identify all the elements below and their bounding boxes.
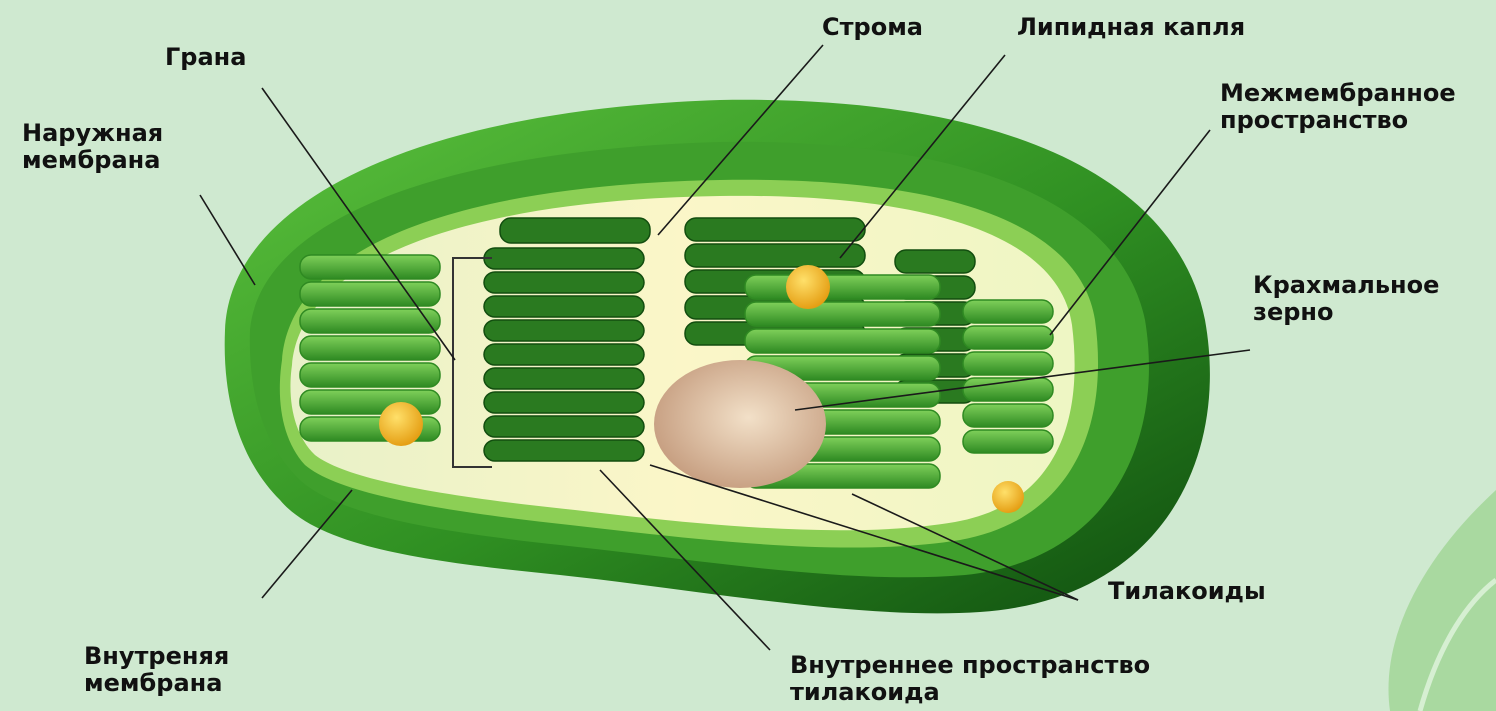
thylakoid-disc [300, 309, 440, 333]
thylakoid-disc [963, 352, 1053, 375]
label-outer-membrane-line2: мембрана [22, 147, 163, 174]
lipid-droplet-shape [786, 265, 830, 309]
label-thylakoid-lumen-line2: тилакоида [790, 679, 1150, 706]
label-intermembrane-line1: Межмембранное [1220, 80, 1456, 107]
thylakoid-disc [963, 430, 1053, 453]
label-starch-grain: Крахмальное зерно [1253, 272, 1439, 326]
thylakoid-disc [300, 390, 440, 414]
lipid-droplet-shape [992, 481, 1024, 513]
thylakoid-disc [963, 326, 1053, 349]
label-thylakoids: Тилакоиды [1108, 578, 1266, 605]
thylakoid-disc [300, 336, 440, 360]
thylakoid-disc [745, 329, 940, 353]
thylakoid-disc [300, 282, 440, 306]
thylakoid-disc [484, 440, 644, 461]
label-intermembrane-space: Межмембранное пространство [1220, 80, 1456, 134]
thylakoid-disc [963, 300, 1053, 323]
leaf-decoration-icon [1388, 490, 1496, 711]
label-grana: Грана [165, 44, 246, 71]
label-inner-membrane-line1: Внутреняя [84, 643, 229, 670]
thylakoid-disc [484, 344, 644, 365]
thylakoid-disc [484, 368, 644, 389]
label-starch-line2: зерно [1253, 299, 1439, 326]
thylakoid-disc [484, 248, 644, 269]
label-grana-text: Грана [165, 44, 246, 71]
label-stroma: Строма [822, 14, 923, 41]
thylakoid-disc [484, 320, 644, 341]
label-inner-membrane: Внутреняя мембрана [84, 643, 229, 697]
thylakoid-disc [685, 244, 865, 267]
leader-line-outer-membrane [200, 195, 255, 285]
label-outer-membrane: Наружная мембрана [22, 120, 163, 174]
label-lipid-droplet: Липидная капля [1017, 14, 1245, 41]
thylakoid-disc [745, 302, 940, 326]
starch-grain-shape [654, 360, 826, 488]
thylakoid-disc [685, 218, 865, 241]
thylakoid-disc [963, 404, 1053, 427]
thylakoid-disc [745, 275, 940, 299]
thylakoid-disc [484, 296, 644, 317]
thylakoid-disc [484, 392, 644, 413]
lipid-droplet-shape [379, 402, 423, 446]
label-thylakoid-lumen: Внутреннее пространство тилакоида [790, 652, 1150, 706]
label-thylakoids-text: Тилакоиды [1108, 578, 1266, 605]
label-starch-line1: Крахмальное [1253, 272, 1439, 299]
thylakoid-disc [484, 272, 644, 293]
label-lipid-droplet-text: Липидная капля [1017, 14, 1245, 41]
label-outer-membrane-line1: Наружная [22, 120, 163, 147]
label-stroma-text: Строма [822, 14, 923, 41]
label-thylakoid-lumen-line1: Внутреннее пространство [790, 652, 1150, 679]
thylakoid-disc [300, 255, 440, 279]
thylakoid-disc [300, 363, 440, 387]
thylakoid-disc [484, 416, 644, 437]
label-intermembrane-line2: пространство [1220, 107, 1456, 134]
thylakoid-disc [895, 250, 975, 273]
label-inner-membrane-line2: мембрана [84, 670, 229, 697]
thylakoid-disc [500, 218, 650, 243]
